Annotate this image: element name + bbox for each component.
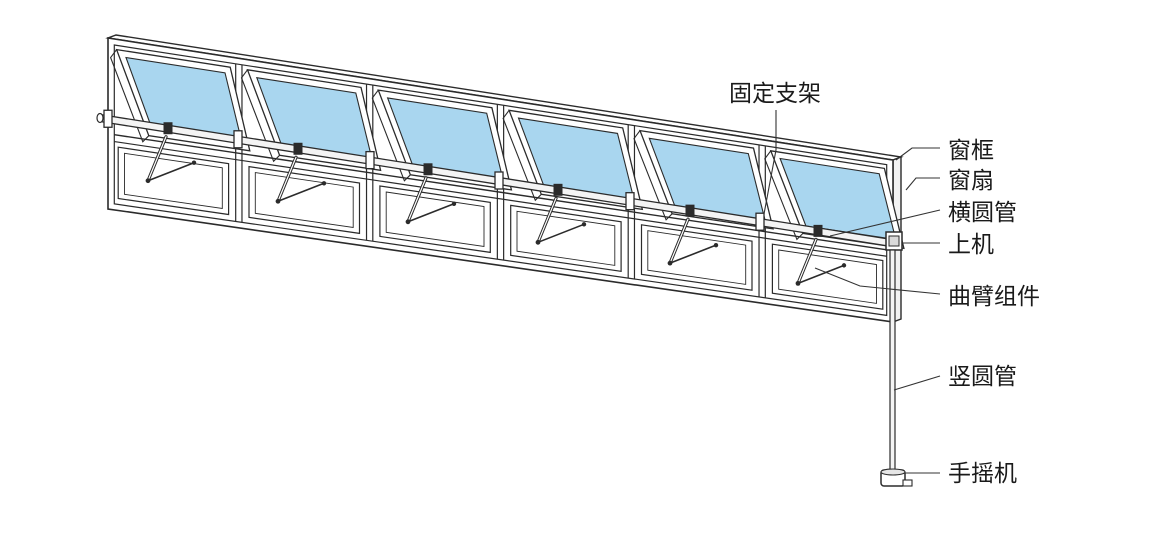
crank-arm-assemblies [145, 122, 847, 286]
leader-horizontal-tube [829, 209, 941, 237]
vertical-tube [889, 249, 896, 473]
crank-arm-anchor [451, 201, 457, 206]
crank-arm-joint [275, 198, 281, 204]
crank-arm-brace [537, 223, 585, 244]
lower-fixed-pane-inner [124, 152, 223, 210]
lower-fixed-pane [379, 185, 491, 254]
crank-arm-link-highlight [797, 238, 817, 284]
fixed-bracket [755, 212, 765, 231]
label-window-frame: 窗框 [948, 138, 994, 164]
lower-fixed-pane [248, 165, 361, 235]
lower-fixed-pane-inner [254, 172, 354, 229]
lower-fixed-pane-inner [778, 249, 877, 304]
leader-window-sash [905, 177, 940, 191]
fixed-bracket [625, 192, 635, 211]
label-fixed-bracket: 固定支架 [729, 81, 821, 107]
lower-fixed-pane-inner [385, 191, 485, 248]
leader-window-frame [895, 147, 940, 161]
fixed-bracket [233, 130, 243, 149]
crank-arm-link-highlight [669, 218, 689, 264]
crank-arm-joint [667, 260, 673, 266]
label-horizontal-tube: 横圆管 [948, 200, 1017, 226]
crank-arm-anchor [581, 222, 587, 227]
crank-arm-anchor [321, 181, 327, 186]
crank-arm-link-highlight [277, 156, 297, 202]
horizontal-tube-end-cap [96, 112, 104, 124]
leader-fixed-bracket [763, 110, 777, 215]
hand-crank-top [880, 468, 906, 476]
crank-arm-joint [535, 239, 541, 245]
crank-arm-link-highlight [537, 197, 557, 243]
window-sash-edge [109, 49, 150, 143]
crank-arm-clamp [685, 204, 695, 217]
hand-crank-handle [902, 479, 913, 487]
lower-fixed-pane [771, 243, 884, 310]
lower-fixed-pane [117, 146, 230, 216]
crank-arm-brace [277, 182, 325, 203]
fixed-bracket [365, 150, 375, 170]
crank-arm-clamp [163, 122, 173, 135]
callout-leaders [763, 110, 941, 474]
label-crank-arm-assembly: 曲臂组件 [948, 284, 1040, 310]
fixed-bracket [494, 171, 504, 190]
window-sash-edge [371, 89, 411, 182]
crank-arm-clamp [553, 183, 563, 196]
crank-arm-clamp [423, 163, 433, 176]
window-frame-inner [113, 44, 888, 317]
crank-arm-link-highlight [147, 136, 167, 182]
crank-arm-clamp [293, 142, 303, 155]
lower-fixed-pane [640, 224, 753, 291]
window-sash-edge [240, 69, 280, 163]
window-sash-edge [633, 130, 673, 221]
transom-rail-bottom [114, 140, 887, 257]
crank-arm-brace [407, 203, 455, 223]
leader-vertical-tube [893, 375, 941, 391]
crank-arm-joint [405, 219, 411, 225]
label-vertical-tube: 竖圆管 [948, 364, 1017, 390]
crank-arm-link-highlight [407, 177, 427, 223]
crank-arm-joint [145, 178, 151, 184]
window-sash-edge [502, 109, 542, 202]
crank-arm-clamp [813, 224, 823, 237]
crank-arm-anchor [841, 263, 847, 268]
leader-crank-arm-assembly [814, 267, 941, 295]
crank-arm-anchor [191, 160, 197, 165]
label-window-sash: 窗扇 [948, 168, 994, 194]
window-sash-edge [764, 150, 804, 241]
crank-arm-anchor [713, 242, 719, 248]
crank-arm-brace [147, 161, 195, 182]
lower-fixed-pane-inner [647, 230, 747, 285]
crank-arm-brace [797, 264, 845, 285]
crank-arm-brace [669, 244, 717, 264]
label-upper-unit: 上机 [948, 232, 994, 258]
crank-arm-joint [795, 280, 801, 286]
vertical-tube-assembly [880, 231, 913, 487]
lower-fixed-pane-inner [516, 210, 616, 266]
lower-fixed-pane [510, 204, 622, 272]
fixed-bracket [103, 109, 113, 128]
label-hand-crank: 手摇机 [948, 461, 1017, 487]
upper-unit-gearbox-face [888, 235, 900, 247]
